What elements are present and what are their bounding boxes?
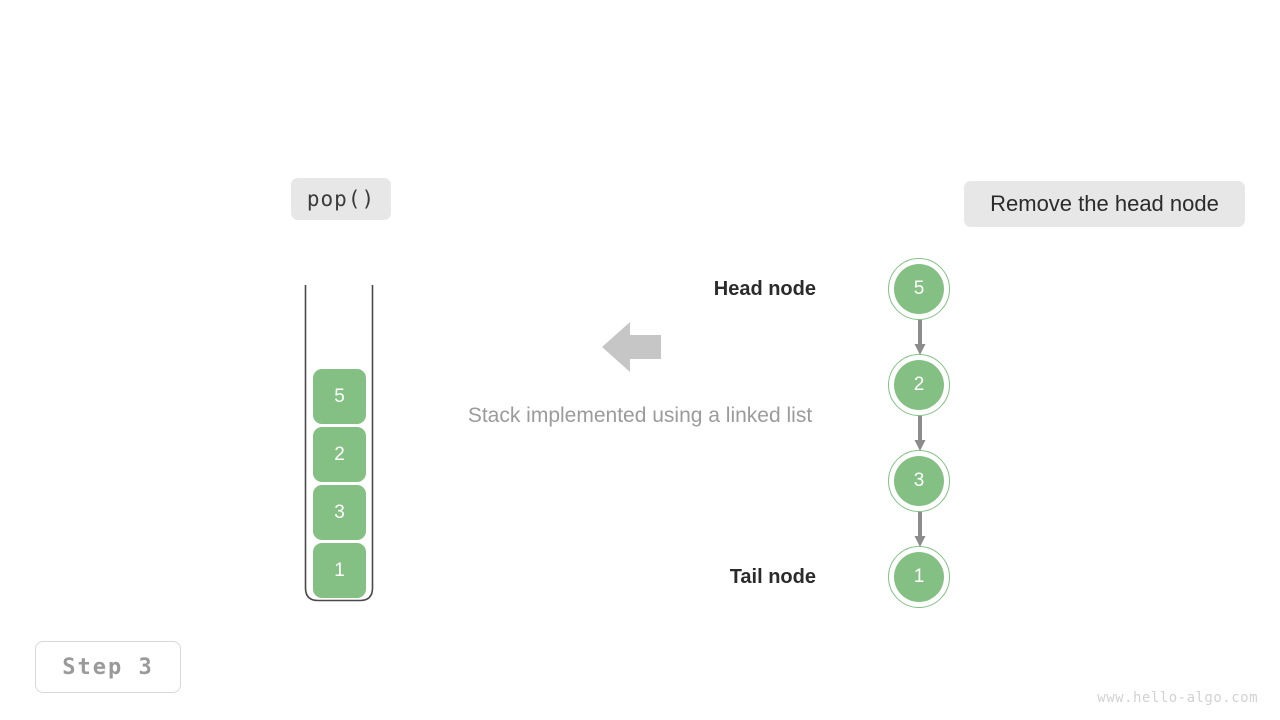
stack-item-list: 5 2 3 1 (313, 369, 366, 598)
step-badge: Step 3 (35, 641, 181, 693)
tail-node-label: Tail node (729, 566, 816, 588)
stack-cell: 2 (313, 427, 366, 482)
link-arrow-icon (914, 512, 926, 547)
list-node-value: 5 (894, 264, 944, 314)
link-arrow-icon (914, 320, 926, 355)
stack-container: 5 2 3 1 (304, 285, 374, 602)
linked-list: 5 2 3 1 (888, 258, 952, 608)
description-badge: Remove the head node (964, 181, 1245, 227)
operation-badge: pop() (291, 178, 391, 220)
head-node-label: Head node (713, 278, 816, 300)
stack-cell: 5 (313, 369, 366, 424)
list-node: 2 (888, 354, 950, 416)
caption-text: Stack implemented using a linked list (467, 404, 813, 427)
list-node: 3 (888, 450, 950, 512)
stack-container-outline (304, 285, 374, 602)
link-arrow-icon (914, 416, 926, 451)
list-node: 5 (888, 258, 950, 320)
list-node-value: 3 (894, 456, 944, 506)
watermark: www.hello-algo.com (1097, 690, 1258, 706)
stack-cell: 3 (313, 485, 366, 540)
list-node-value: 2 (894, 360, 944, 410)
left-arrow-icon (602, 322, 661, 372)
stack-cell: 1 (313, 543, 366, 598)
list-node: 1 (888, 546, 950, 608)
list-node-value: 1 (894, 552, 944, 602)
